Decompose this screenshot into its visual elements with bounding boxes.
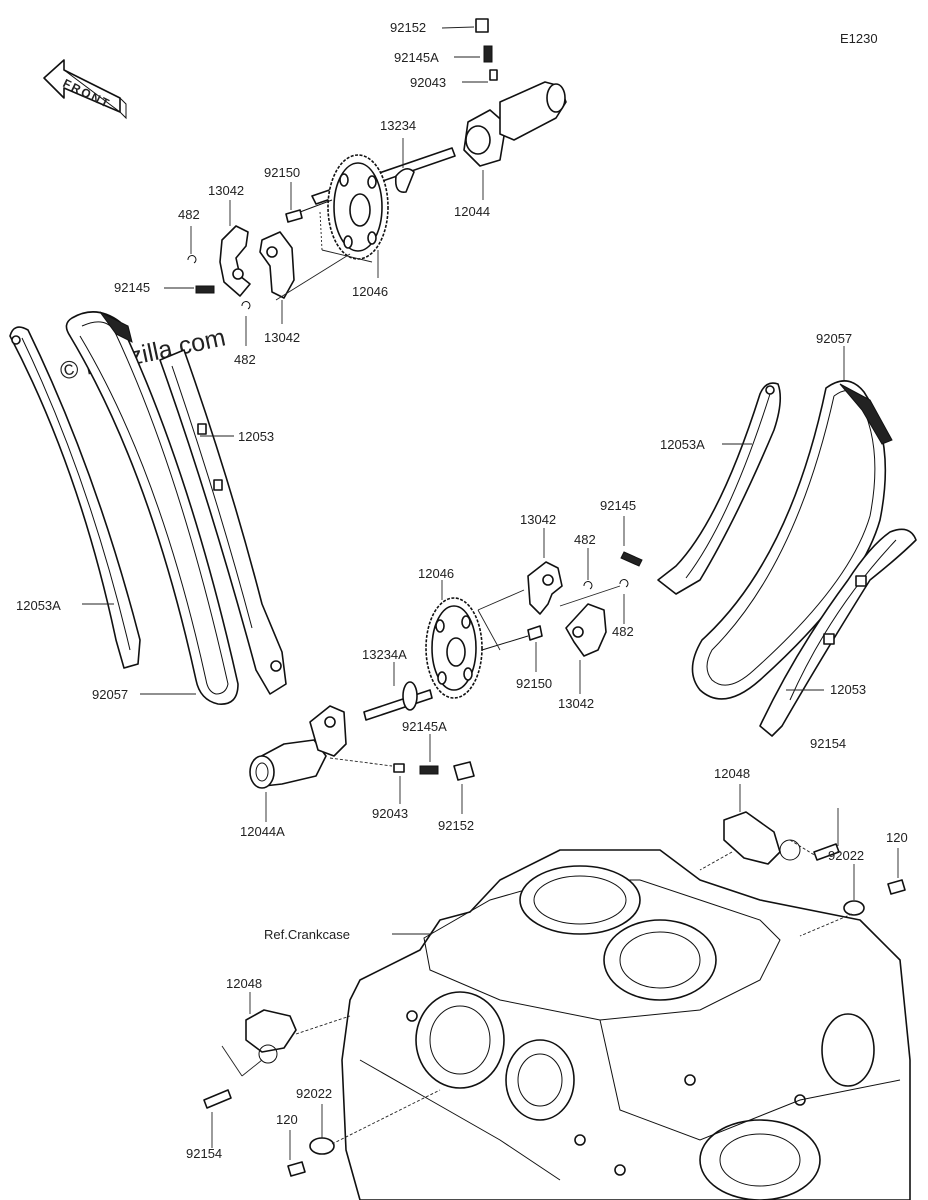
washer-left [309,1104,335,1155]
cam-chain-right [691,346,893,700]
guide-plate-upper-b [259,231,295,324]
label-12044: 12044 [454,204,490,219]
label-92022-left: 92022 [296,1086,332,1101]
guide-plate-lower-a [527,528,563,615]
label-482-d: 482 [612,624,634,639]
label-92150-a: 92150 [264,165,300,180]
label-12044A: 12044A [240,824,285,839]
label-13042-b: 13042 [264,330,300,345]
label-92022-right: 92022 [828,848,864,863]
label-12053A-right: 12053A [660,437,705,452]
label-92145-b: 92145 [600,498,636,513]
label-12046-a: 12046 [352,284,388,299]
ref-crankcase-label: Ref.Crankcase [264,927,350,942]
label-92057-left: 92057 [92,687,128,702]
circlip-lower-b [619,579,629,624]
tensioner-pin-lower [393,763,405,804]
chain-guide-left-front [159,349,287,695]
label-92043-bottom: 92043 [372,806,408,821]
sprocket-upper [327,154,389,278]
label-12053A-left: 12053A [16,598,61,613]
label-92145A-bottom: 92145A [402,719,447,734]
label-92152-bottom: 92152 [438,818,474,833]
label-12053-left: 12053 [238,429,274,444]
tensioner-pin-top [462,69,498,83]
label-13234: 13234 [380,118,416,133]
label-92152-top: 92152 [390,20,426,35]
tensioner-unit-right [723,784,801,865]
label-92145A-top: 92145A [394,50,439,65]
label-92154-right: 92154 [810,736,846,751]
screw-left [287,1130,306,1177]
sprocket-lower [425,580,483,699]
label-12048-left: 12048 [226,976,262,991]
tensioner-unit-left [245,992,351,1064]
label-92043-top: 92043 [410,75,446,90]
label-482-a: 482 [178,207,200,222]
shaft-lower [363,662,433,721]
front-arrow-icon: FRONT [43,59,127,120]
label-13234A: 13234A [362,647,407,662]
chain-guide-right-rear [657,382,782,595]
circlip-upper-b [241,301,251,346]
spring-lower [620,516,643,567]
circlip-upper-a [187,226,197,264]
tensioner-cap-top [441,18,489,33]
tensioner-spring-lower [419,734,439,775]
label-482-b: 482 [234,352,256,367]
label-13042-c: 13042 [520,512,556,527]
label-120-right: 120 [886,830,908,845]
cam-chain-left [65,311,239,705]
label-92057-right: 92057 [816,331,852,346]
label-120-left: 120 [276,1112,298,1127]
crankcase [341,849,911,1200]
tensioner-spring-top [454,45,493,63]
label-12053-right: 12053 [830,682,866,697]
bolt-left [203,1089,232,1148]
washer-right [843,864,865,916]
label-92145-a: 92145 [114,280,150,295]
diagram-id: E1230 [840,31,878,46]
circlip-lower-a [583,548,593,590]
tensioner-cap-lower [453,761,475,814]
chain-guide-left-rear [9,326,141,669]
label-12048-right: 12048 [714,766,750,781]
label-92154-left: 92154 [186,1146,222,1161]
label-12046-b: 12046 [418,566,454,581]
label-13042-d: 13042 [558,696,594,711]
guide-plate-lower-b [565,603,607,694]
spring-upper [164,285,215,294]
bolt-upper [285,182,333,223]
guide-plate-upper-a [219,200,251,297]
chain-guide-right-front [759,528,917,737]
chain-tensioner-upper [463,81,567,200]
chain-tensioner-lower [249,705,347,822]
label-92150-b: 92150 [516,676,552,691]
label-13042-a: 13042 [208,183,244,198]
bolt-lower [481,625,543,672]
screw-right [887,848,906,895]
bolt-right [789,808,840,861]
label-482-c: 482 [574,532,596,547]
